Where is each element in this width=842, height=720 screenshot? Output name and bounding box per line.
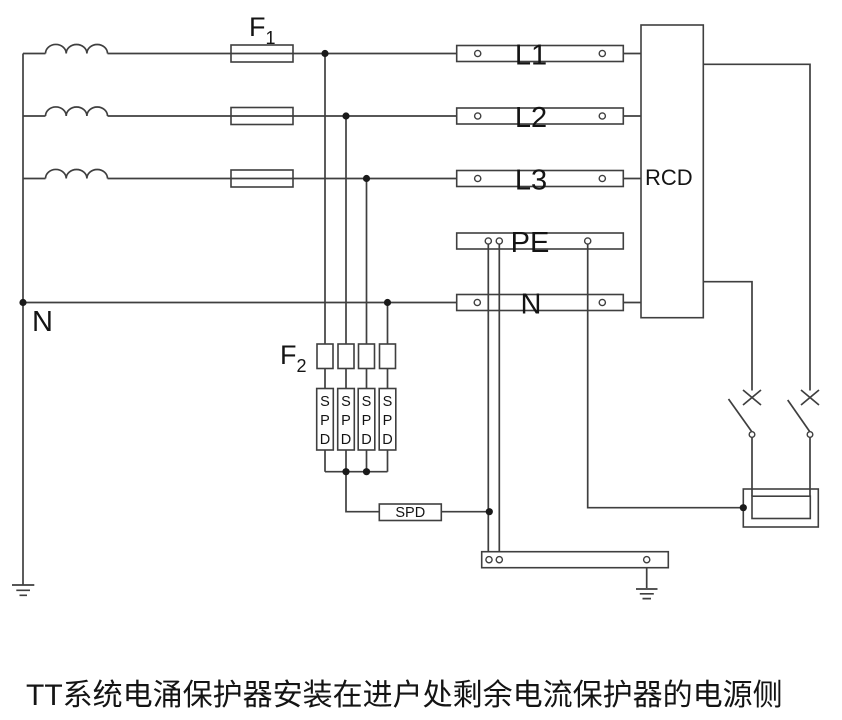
switch-blade-2 bbox=[787, 399, 811, 433]
terminal-circle bbox=[473, 298, 482, 307]
terminal-circle bbox=[642, 555, 651, 564]
terminal-circle bbox=[495, 555, 504, 564]
fuse-f2-2 bbox=[337, 343, 355, 370]
load-box-inner bbox=[751, 495, 812, 520]
diagram-caption: TT系统电涌保护器安装在进户处剩余电流保护器的电源侧 bbox=[26, 679, 783, 712]
switch1-cross-icon bbox=[742, 389, 762, 406]
junction-dot bbox=[321, 49, 329, 58]
terminal-circle bbox=[598, 298, 607, 307]
terminal-label-l1: L1 bbox=[515, 40, 547, 72]
wire-rcd-out-right bbox=[703, 63, 811, 391]
terminal-circle bbox=[473, 112, 482, 120]
svg-text:P: P bbox=[320, 413, 330, 429]
fuse-f1-l3 bbox=[230, 169, 294, 188]
spd-unit-2-letters: S P D bbox=[341, 394, 351, 448]
earth-icon bbox=[12, 584, 35, 597]
junction-dot bbox=[19, 298, 27, 307]
fuse-f1-l1 bbox=[230, 44, 294, 63]
rcd-label: RCD bbox=[645, 165, 693, 190]
switch2-hinge-circle bbox=[806, 431, 814, 439]
switch-contact-marks bbox=[742, 389, 820, 406]
spd-unit-2 bbox=[336, 387, 356, 451]
earth-icon bbox=[636, 588, 658, 600]
junction-dot bbox=[739, 504, 747, 512]
terminal-label-pe: PE bbox=[511, 227, 550, 259]
svg-text:D: D bbox=[320, 432, 330, 448]
terminal-circles bbox=[473, 49, 814, 564]
load-box-outer bbox=[742, 488, 820, 528]
terminal-circle bbox=[598, 112, 607, 120]
spd-series-box bbox=[378, 503, 443, 522]
terminal-circle bbox=[583, 237, 592, 245]
ground-symbol-right bbox=[636, 588, 658, 600]
spd-unit-3 bbox=[357, 387, 376, 451]
earth-bonding-bar bbox=[480, 550, 670, 569]
fuse-f2-label: F2 bbox=[280, 340, 307, 376]
fuse-f1-l2 bbox=[230, 106, 294, 126]
svg-text:S: S bbox=[362, 394, 372, 410]
svg-text:S: S bbox=[320, 394, 330, 410]
terminal-circle bbox=[485, 555, 493, 564]
svg-text:D: D bbox=[361, 432, 371, 448]
spd-components bbox=[315, 343, 443, 522]
spd-unit-1 bbox=[315, 387, 335, 451]
rcd-box bbox=[640, 24, 705, 319]
terminal-circle bbox=[484, 237, 493, 245]
inductor-winding-l1 bbox=[44, 43, 109, 54]
spd-series-box-label: SPD bbox=[395, 505, 425, 521]
junction-dot bbox=[362, 174, 371, 183]
fuse-f2-1 bbox=[316, 343, 334, 370]
terminal-label-l3: L3 bbox=[515, 165, 547, 197]
terminal-circle bbox=[598, 174, 607, 183]
source-neutral-label: N bbox=[32, 306, 53, 338]
fuse-f2-3 bbox=[357, 343, 376, 370]
terminal-circle bbox=[598, 49, 607, 58]
wire-rcd-out-left bbox=[703, 280, 753, 391]
labels: F1 F2 N L1 L2 L3 PE N RCD S P D S P D S … bbox=[26, 12, 783, 712]
component-boxes bbox=[230, 24, 820, 528]
ground-symbol-left bbox=[12, 584, 35, 597]
spd-unit-1-letters: S P D bbox=[320, 394, 330, 448]
terminal-circle bbox=[473, 49, 482, 58]
inductor-winding-l2 bbox=[44, 106, 109, 117]
spd-unit-4-letters: S P D bbox=[382, 394, 392, 448]
spd-unit-4 bbox=[378, 387, 397, 451]
inductor-winding-l3 bbox=[44, 168, 109, 179]
junction-dots bbox=[19, 49, 747, 516]
terminal-block-pe bbox=[455, 232, 625, 250]
terminal-circle bbox=[495, 237, 504, 245]
junction-dot bbox=[383, 298, 392, 307]
switch2-cross-icon bbox=[800, 389, 820, 406]
switch1-hinge-circle bbox=[748, 431, 756, 439]
junction-dot bbox=[342, 468, 350, 476]
wire-pe-to-load bbox=[586, 244, 744, 509]
svg-text:D: D bbox=[382, 432, 392, 448]
svg-text:P: P bbox=[362, 413, 372, 429]
switch-blade-1 bbox=[727, 398, 753, 433]
svg-text:P: P bbox=[341, 413, 351, 429]
terminal-circle bbox=[473, 174, 482, 183]
svg-text:S: S bbox=[341, 394, 351, 410]
terminal-label-l2: L2 bbox=[515, 102, 547, 134]
spd-unit-3-letters: S P D bbox=[361, 394, 371, 448]
fuse-f2-4 bbox=[378, 343, 397, 370]
svg-text:D: D bbox=[341, 432, 351, 448]
terminal-label-n: N bbox=[521, 289, 542, 321]
junction-dot bbox=[342, 112, 350, 120]
svg-text:S: S bbox=[383, 394, 393, 410]
junction-dot bbox=[362, 468, 371, 476]
svg-text:P: P bbox=[383, 413, 393, 429]
fuse-f1-label: F1 bbox=[249, 12, 276, 48]
junction-dot bbox=[485, 508, 493, 516]
